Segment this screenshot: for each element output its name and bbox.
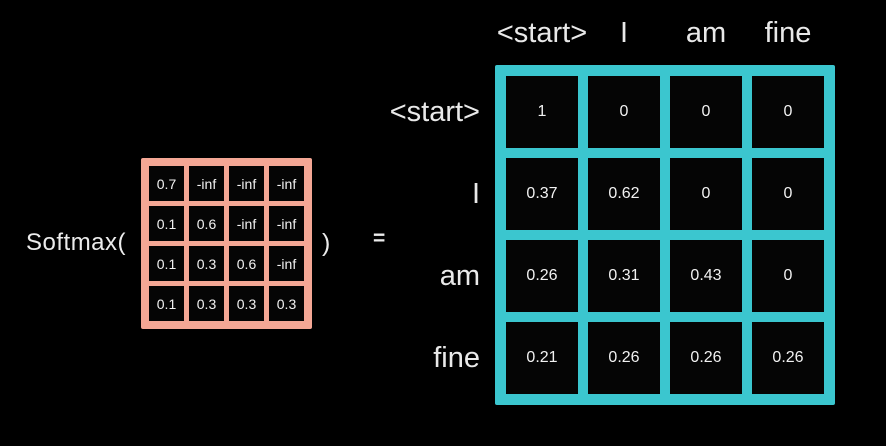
output-cell-r2c1: 0.31 [588, 240, 660, 312]
masked-cell-r1c0: 0.1 [149, 206, 184, 241]
masked-cell-r3c2: 0.3 [229, 286, 264, 321]
row-header-i: I [471, 177, 480, 210]
masked-scores-matrix: 0.7 -inf -inf -inf 0.1 0.6 -inf -inf 0.1… [141, 158, 312, 329]
masked-cell-r1c1: 0.6 [189, 206, 224, 241]
output-column-headers: <start> I am fine [495, 14, 835, 52]
row-header-start: <start> [389, 95, 480, 128]
masked-cell-r0c2: -inf [229, 166, 264, 201]
output-cell-r2c3: 0 [752, 240, 824, 312]
row-header-am: am [439, 259, 480, 292]
masked-cell-r0c3: -inf [269, 166, 304, 201]
output-cell-r3c2: 0.26 [670, 322, 742, 394]
close-paren-label: ) [322, 229, 331, 257]
output-cell-r0c0: 1 [506, 76, 578, 148]
output-cell-r3c0: 0.21 [506, 322, 578, 394]
column-header-am: am [685, 17, 727, 49]
output-cell-r1c1: 0.62 [588, 158, 660, 230]
output-cell-r1c3: 0 [752, 158, 824, 230]
masked-cell-r2c2: 0.6 [229, 246, 264, 281]
masked-cell-r0c0: 0.7 [149, 166, 184, 201]
equals-sign-label: = [373, 227, 386, 250]
column-header-fine: fine [764, 17, 812, 49]
softmax-output-matrix: 1 0 0 0 0.37 0.62 0 0 0.26 0.31 0.43 0 0… [495, 65, 835, 405]
output-cell-r1c2: 0 [670, 158, 742, 230]
masked-cell-r3c3: 0.3 [269, 286, 304, 321]
masked-cell-r2c0: 0.1 [149, 246, 184, 281]
output-row-headers: <start> I am fine [352, 65, 480, 405]
column-header-start: <start> [496, 17, 588, 49]
masked-cell-r3c1: 0.3 [189, 286, 224, 321]
output-cell-r1c0: 0.37 [506, 158, 578, 230]
output-cell-r2c0: 0.26 [506, 240, 578, 312]
masked-cell-r0c1: -inf [189, 166, 224, 201]
masked-cell-r1c2: -inf [229, 206, 264, 241]
row-header-fine: fine [433, 341, 480, 374]
output-cell-r2c2: 0.43 [670, 240, 742, 312]
masked-cell-r2c1: 0.3 [189, 246, 224, 281]
softmax-function-label: Softmax( [26, 229, 127, 256]
masked-cell-r2c3: -inf [269, 246, 304, 281]
column-header-i: I [619, 17, 629, 49]
masked-cell-r1c3: -inf [269, 206, 304, 241]
output-cell-r3c1: 0.26 [588, 322, 660, 394]
output-cell-r3c3: 0.26 [752, 322, 824, 394]
output-cell-r0c3: 0 [752, 76, 824, 148]
output-cell-r0c2: 0 [670, 76, 742, 148]
output-cell-r0c1: 0 [588, 76, 660, 148]
masked-cell-r3c0: 0.1 [149, 286, 184, 321]
